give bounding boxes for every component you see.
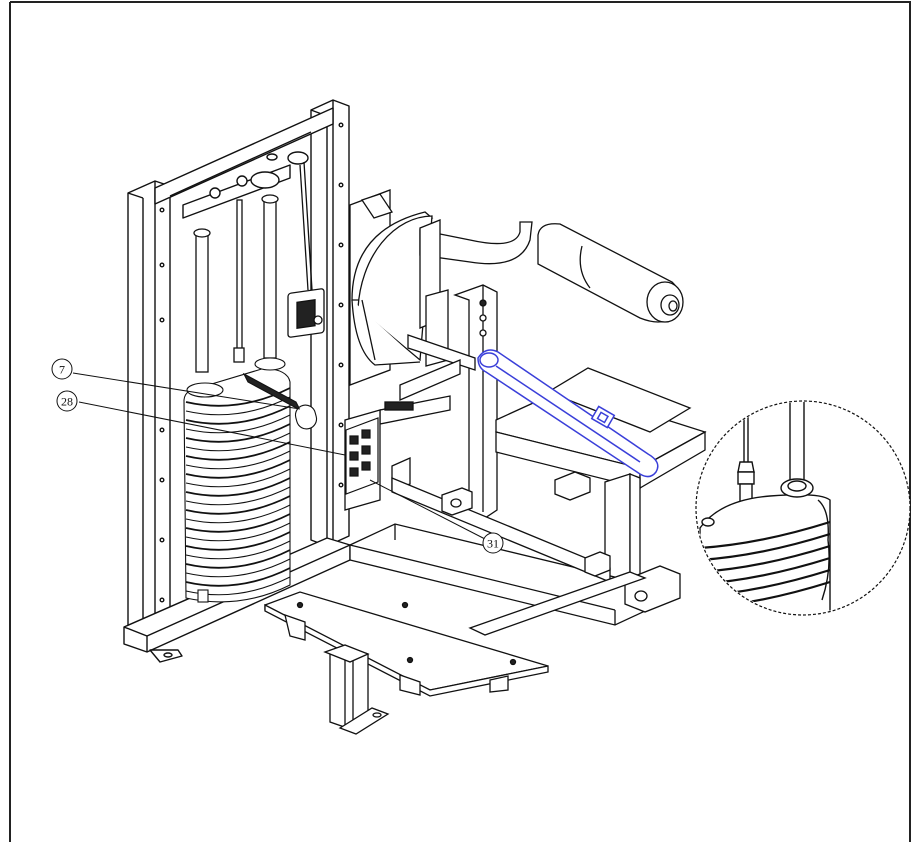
weight-plate: [185, 423, 291, 443]
weight-plate: [185, 504, 291, 524]
weight-plate-stack: [183, 357, 318, 603]
weight-plate: [185, 567, 291, 587]
callout-31: 31: [482, 532, 504, 554]
weight-plate: [185, 513, 291, 533]
weight-plate: [185, 459, 291, 479]
back-pad-arm: [419, 219, 684, 367]
cam-assembly: [349, 189, 434, 386]
cable-pulley-block: [287, 288, 325, 338]
callout-7: 7: [51, 358, 73, 380]
page-border: [9, 1, 911, 842]
foot-plate: [264, 591, 549, 735]
weight-plate: [185, 486, 291, 506]
weight-plate: [185, 405, 291, 425]
base-frame: [349, 456, 681, 636]
pin-panel: [345, 417, 379, 495]
guide-rods: [193, 161, 313, 373]
weight-plate: [185, 450, 291, 470]
weight-plate: [185, 432, 291, 452]
leader-lines: [72, 372, 486, 540]
weight-plate: [185, 558, 291, 578]
weight-plate: [185, 468, 291, 488]
callout-label-7: 7: [59, 363, 65, 377]
weight-plate: [185, 531, 291, 551]
highlighted-handle-bar: [477, 349, 659, 478]
weight-plate: [185, 441, 291, 461]
weight-plate: [185, 495, 291, 515]
detail-view: [695, 400, 911, 616]
weight-plate: [185, 549, 291, 569]
callout-28: 28: [56, 390, 78, 412]
weight-plate: [185, 576, 291, 596]
callout-label-31: 31: [487, 537, 499, 551]
callout-label-28: 28: [61, 395, 73, 409]
weight-plate: [185, 477, 291, 497]
weight-plate: [185, 396, 291, 416]
weight-plate: [185, 540, 291, 560]
weight-plate: [185, 414, 291, 434]
weight-plate: [185, 522, 291, 542]
